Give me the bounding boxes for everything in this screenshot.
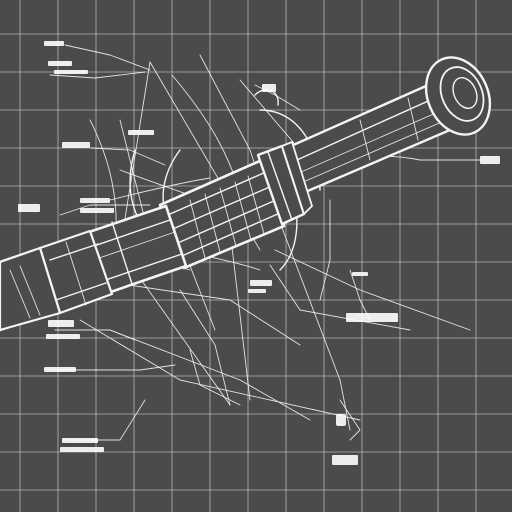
leader-lines (49, 44, 481, 441)
annotation-center (248, 84, 398, 322)
lower-tube (0, 204, 188, 332)
annotation-mid-left (18, 130, 154, 213)
annotation-lower-left (44, 320, 104, 452)
end-flange (424, 56, 492, 136)
threaded-joint (158, 141, 313, 270)
annotation-top-left (44, 41, 88, 74)
tube-assembly (0, 56, 492, 332)
annotation-scribbles (18, 41, 398, 452)
annotation-right-marks (332, 156, 500, 465)
